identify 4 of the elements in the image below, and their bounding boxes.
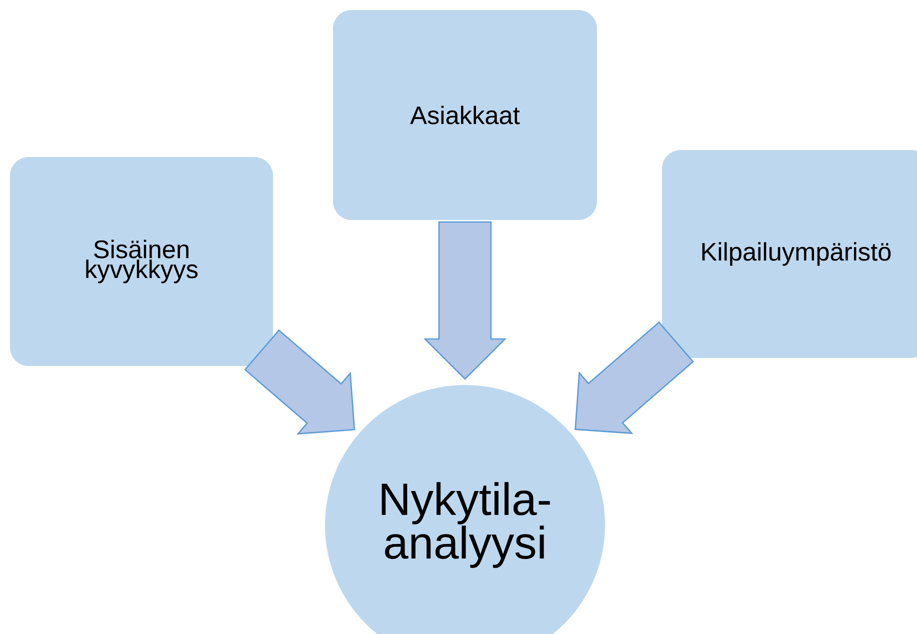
- process-box: Sisäinen kyvykkyys: [10, 157, 273, 366]
- process-box: Asiakkaat: [333, 10, 597, 220]
- block-arrow: [423, 221, 507, 380]
- process-box: Kilpailuympäristö: [662, 150, 917, 358]
